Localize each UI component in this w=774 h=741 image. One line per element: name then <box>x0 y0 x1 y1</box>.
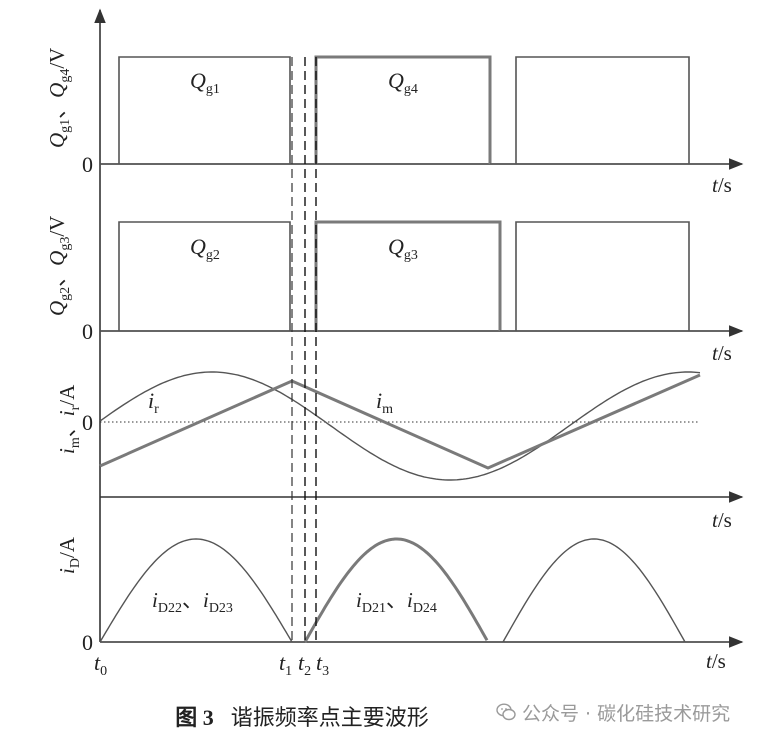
label-im: im <box>376 388 393 417</box>
label-ir: ir <box>148 388 159 417</box>
label-t3: t3 <box>316 650 329 679</box>
diode-current-d22-d23-arch <box>99 538 293 643</box>
panel-2-ylabel: Qg2、Qg3/V <box>45 216 73 316</box>
diode-current-d22-d23-arch-second <box>502 538 686 643</box>
panel-3-ylabel: im、ir/A <box>55 384 83 454</box>
label-t1: t1 <box>279 650 292 679</box>
diode-current-d21-d24-arch <box>303 537 489 643</box>
watermark-text: 公众号 · 碳化硅技术研究 <box>522 702 731 725</box>
pulse-qg2-second <box>500 221 700 332</box>
panel-2-xlabel: t/s <box>712 341 732 365</box>
label-qg3: Qg3 <box>388 234 418 263</box>
label-qg1: Qg1 <box>190 68 220 97</box>
label-qg4: Qg4 <box>388 68 418 97</box>
label-qg2: Qg2 <box>190 234 220 263</box>
panel-1-origin: 0 <box>82 152 93 177</box>
pulse-qg4 <box>314 55 492 164</box>
wechat-icon <box>496 703 516 721</box>
panel-4-ylabel: iD/A <box>55 536 83 574</box>
pulse-qg1-second <box>490 56 700 165</box>
panel-3-origin: 0 <box>82 410 93 435</box>
panel-3-xlabel: t/s <box>712 508 732 532</box>
resonant-current-ir-curve <box>99 371 701 481</box>
label-id22-id23: iD22、iD23 <box>152 588 233 616</box>
panel-4-origin: 0 <box>82 630 93 655</box>
label-t2: t2 <box>298 650 311 679</box>
panel-2-origin: 0 <box>82 319 93 344</box>
watermark: 公众号 · 碳化硅技术研究 <box>496 698 766 726</box>
magnetizing-current-im-curve <box>99 373 701 470</box>
pulse-qg1 <box>100 56 316 165</box>
panel-1-ylabel: Qg1、Qg4/V <box>45 48 73 148</box>
pulse-qg2 <box>100 221 316 332</box>
label-t0: t0 <box>94 650 107 679</box>
panel-4-xlabel: t/s <box>706 649 726 673</box>
pulse-qg3 <box>314 220 502 331</box>
panel-1-xlabel: t/s <box>712 173 732 197</box>
label-id21-id24: iD21、iD24 <box>356 588 437 616</box>
